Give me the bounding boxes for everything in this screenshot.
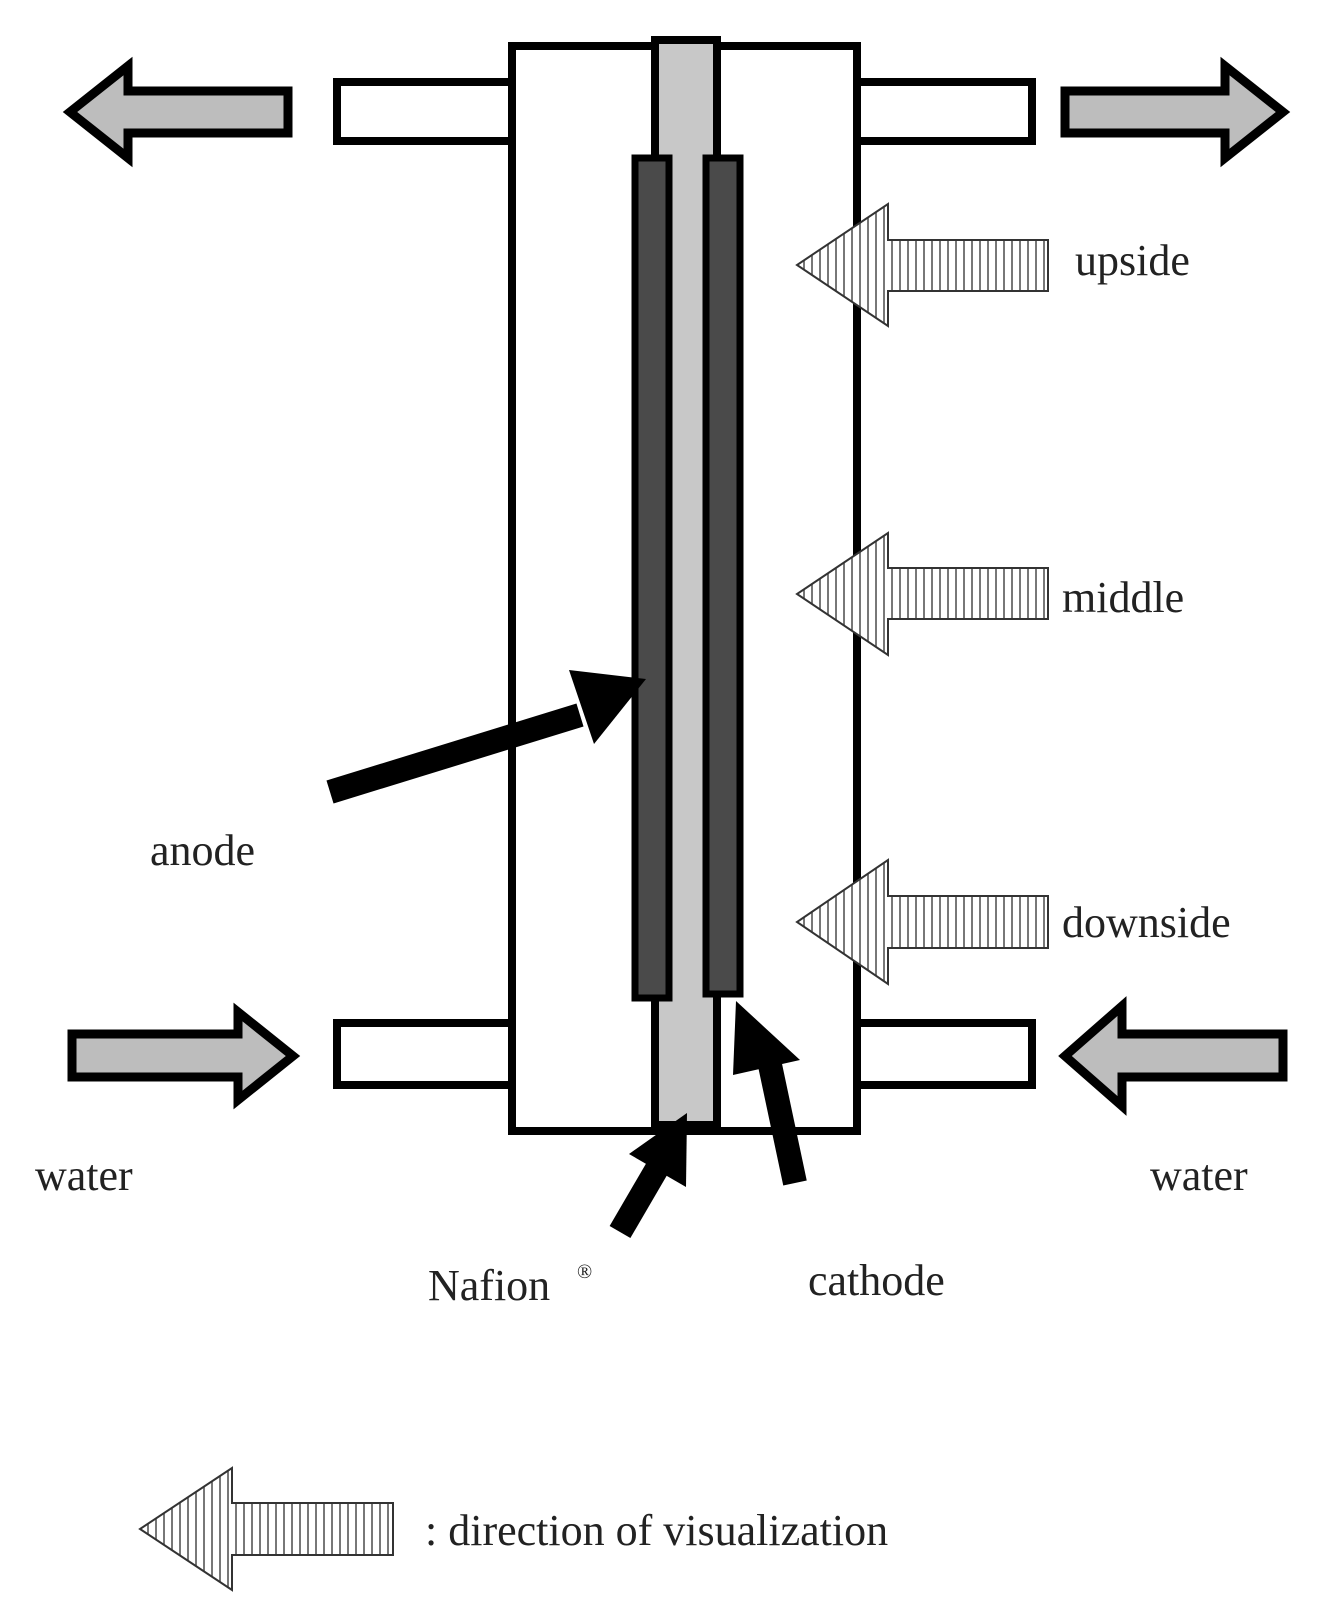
legend-view-arrow-icon: [138, 1466, 394, 1592]
water-in-arrow-left: [67, 1002, 301, 1110]
label-water-right: water: [1150, 1151, 1248, 1200]
label-downside: downside: [1062, 898, 1231, 947]
label-water-left: water: [35, 1151, 133, 1200]
anode-pointer-head: [569, 670, 646, 744]
label-nafion-registered-mark: ®: [577, 1261, 592, 1283]
water-in-arrow-right: [1058, 996, 1288, 1116]
nafion-pointer-head: [629, 1113, 687, 1187]
label-anode: anode: [150, 826, 255, 875]
anode-electrode: [631, 154, 673, 1002]
cathode-pointer-head: [733, 1001, 800, 1075]
label-nafion: Nafion: [428, 1261, 550, 1310]
port-top-right: [853, 78, 1036, 145]
port-bottom-left: [333, 1019, 516, 1089]
cathode-electrode: [702, 154, 744, 998]
legend-text: : direction of visualization: [425, 1506, 888, 1555]
label-middle: middle: [1062, 573, 1184, 622]
cathode-pointer-shaft: [758, 1062, 807, 1186]
view-arrow-middle: [795, 531, 1049, 657]
label-cathode: cathode: [808, 1256, 945, 1305]
port-bottom-right: [853, 1019, 1036, 1089]
anode-pointer-shaft: [326, 703, 584, 804]
water-out-arrow-right: [1060, 56, 1291, 168]
view-arrow-upside: [795, 202, 1049, 328]
nafion-pointer-shaft: [609, 1153, 673, 1239]
label-upside: upside: [1075, 236, 1190, 285]
port-top-left: [333, 78, 516, 145]
view-arrow-downside: [795, 858, 1049, 986]
water-out-arrow-left: [62, 56, 293, 168]
